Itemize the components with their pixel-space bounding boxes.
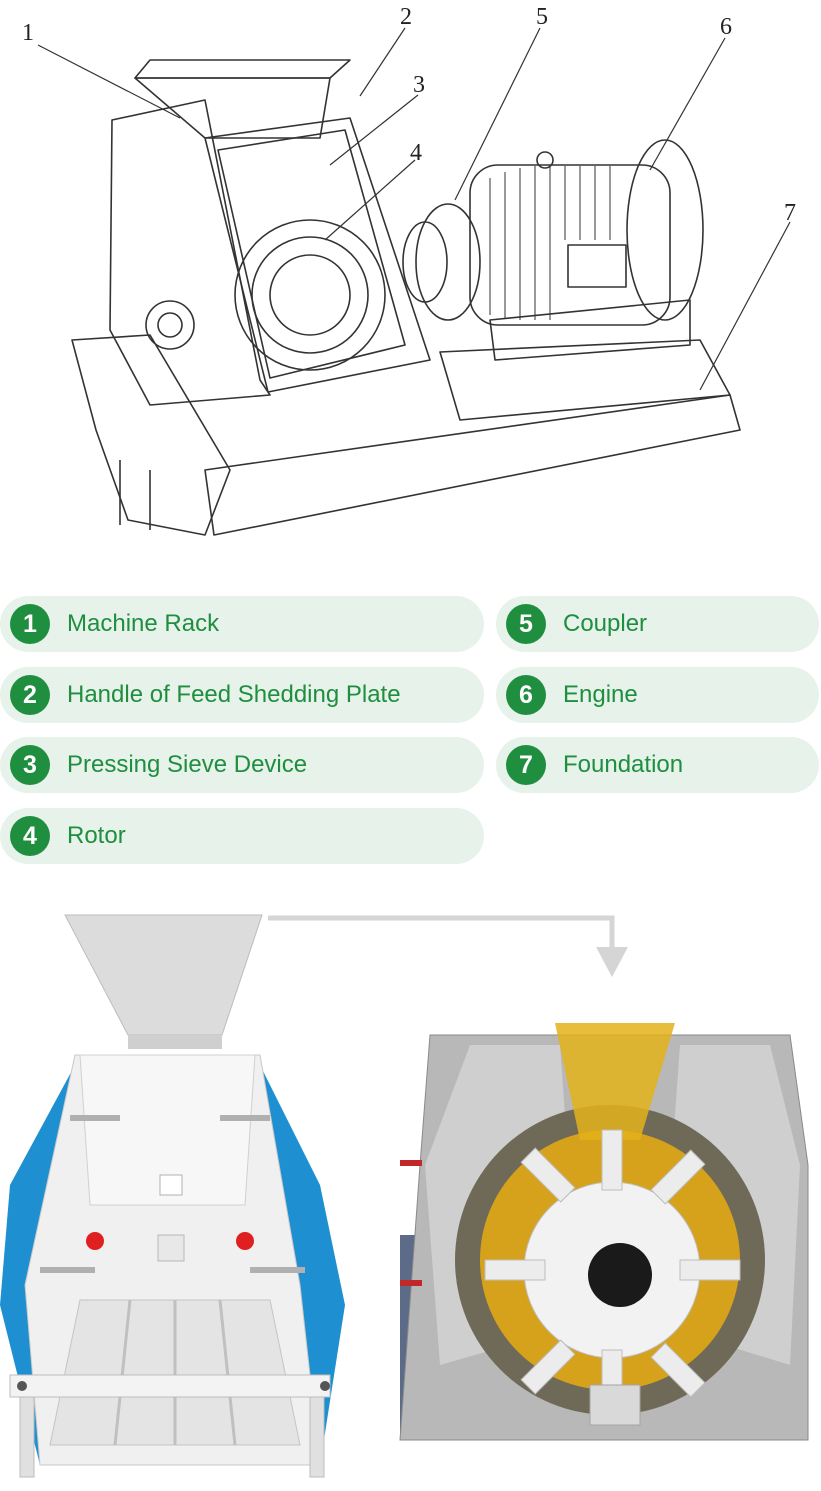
callout-1: 1 <box>22 20 34 46</box>
legend-label: Engine <box>563 681 638 708</box>
callout-5: 5 <box>536 4 548 30</box>
legend-number-badge: 5 <box>506 604 546 644</box>
callout-6: 6 <box>720 14 732 40</box>
legend-number-badge: 6 <box>506 675 546 715</box>
legend-number-badge: 2 <box>10 675 50 715</box>
legend-item-pressing-sieve-device: 3 Pressing Sieve Device <box>0 737 484 793</box>
hammer-mill-cutaway-photo <box>399 1023 809 1441</box>
callout-7: 7 <box>784 200 796 226</box>
legend-item-handle-of-feed-shedding-plate: 2 Handle of Feed Shedding Plate <box>0 667 484 723</box>
legend-item-engine: 6 Engine <box>496 667 819 723</box>
callout-4: 4 <box>410 140 422 166</box>
legend-label: Foundation <box>563 751 684 778</box>
rack-outline <box>109 99 271 406</box>
legend-label: Machine Rack <box>67 610 220 637</box>
machine-photos <box>0 914 809 1478</box>
callout-2: 2 <box>400 4 412 30</box>
legend-item-foundation: 7 Foundation <box>496 737 819 793</box>
legend-label: Rotor <box>67 822 126 849</box>
legend-item-rotor: 4 Rotor <box>0 808 484 864</box>
hammer-mill-exterior-photo <box>0 914 345 1478</box>
legend-label: Pressing Sieve Device <box>67 751 308 778</box>
callout-3: 3 <box>413 72 425 98</box>
legend-item-coupler: 5 Coupler <box>496 596 819 652</box>
legend-label: Coupler <box>563 610 648 637</box>
parts-legend: 1 Machine Rack 2 Handle of Feed Shedding… <box>0 596 821 876</box>
legend-number-badge: 3 <box>10 745 50 785</box>
flow-arrow-icon <box>268 915 628 977</box>
legend-label: Handle of Feed Shedding Plate <box>67 681 401 708</box>
legend-item-machine-rack: 1 Machine Rack <box>0 596 484 652</box>
legend-number-badge: 1 <box>10 604 50 644</box>
legend-number-badge: 7 <box>506 745 546 785</box>
hammer-mill-line-drawing: 1 2 3 4 5 6 7 <box>22 4 796 536</box>
legend-number-badge: 4 <box>10 816 50 856</box>
